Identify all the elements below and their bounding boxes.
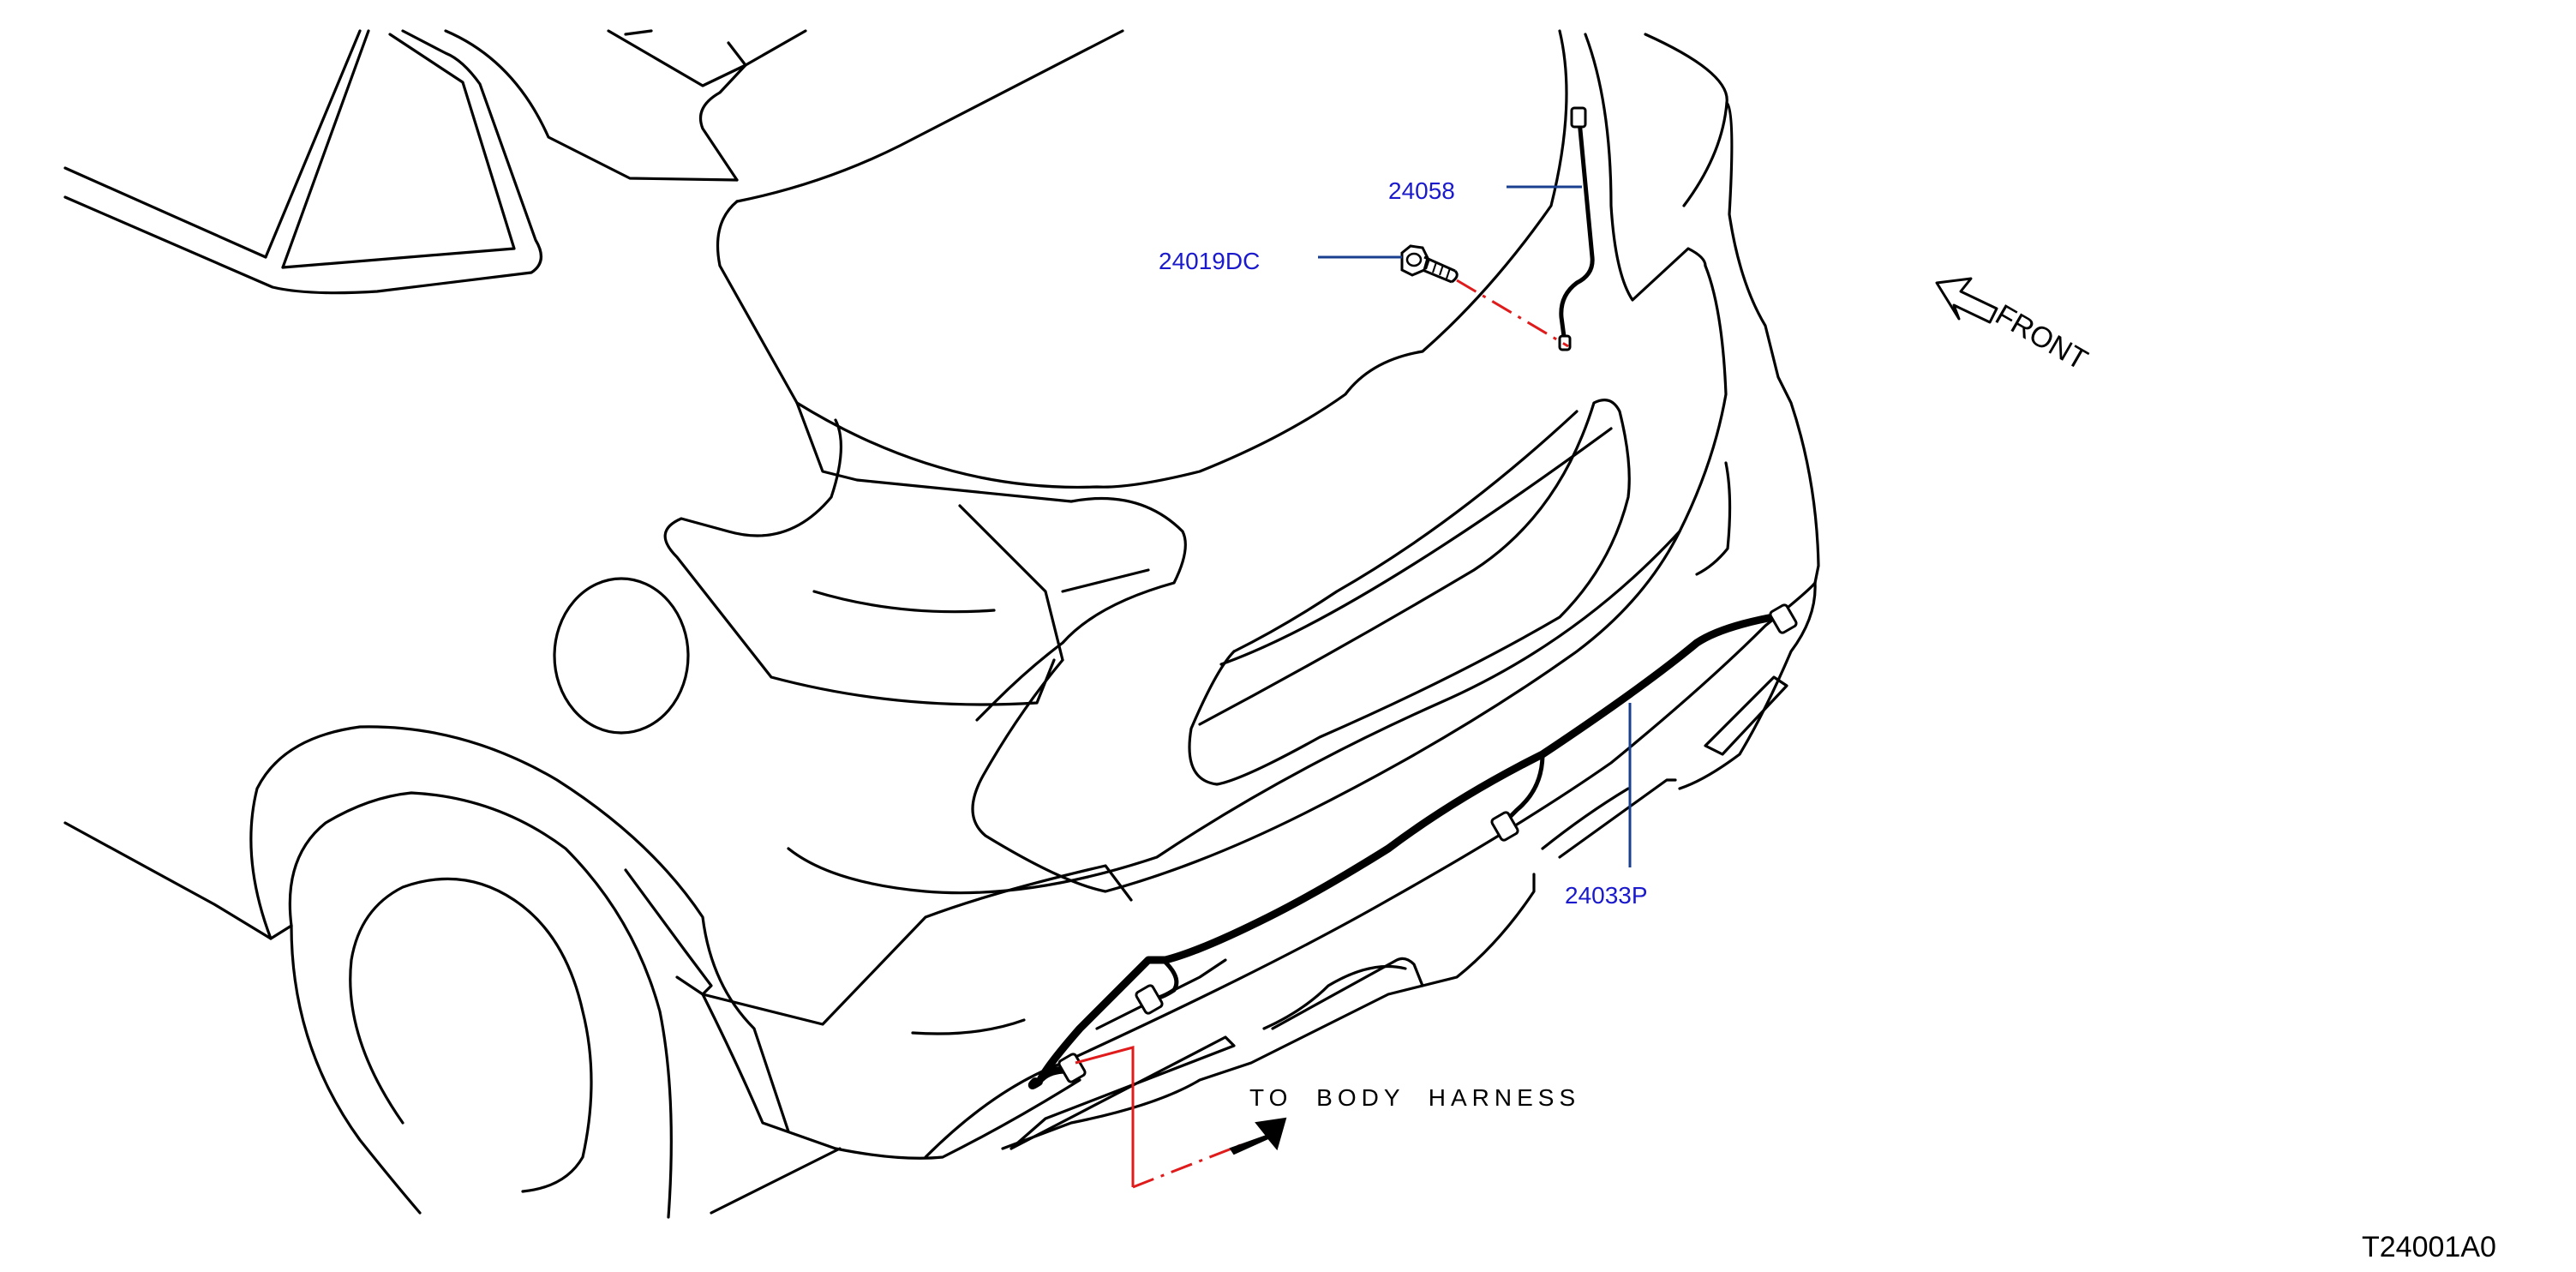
part-label-24058: 24058 (1388, 177, 1455, 204)
front-arrow-icon (1935, 277, 1998, 324)
leader-lines (1318, 185, 1632, 867)
bolt-icon (1400, 244, 1459, 284)
arrow-right-icon (1229, 1117, 1287, 1155)
front-label: FRONT (1990, 298, 2093, 376)
vehicle-outline (63, 29, 1820, 1219)
bolt-assembly-line (1456, 279, 1569, 348)
harness-24033P (1027, 603, 1798, 1089)
harness-route-dash (1132, 1143, 1243, 1189)
part-label-24033P: 24033P (1565, 882, 1648, 909)
connector-icon (1135, 984, 1164, 1015)
part-label-24019DC: 24019DC (1159, 248, 1260, 274)
connector-icon (1490, 811, 1519, 842)
diagram-code: T24001A0 (2362, 1231, 2496, 1263)
harness-route-line (1075, 1046, 1135, 1187)
harness-note: TO BODY HARNESS (1249, 1084, 1580, 1111)
assembly-lines (1075, 279, 1569, 1189)
connector-icon (1057, 1053, 1087, 1083)
connector-icon (1570, 106, 1587, 129)
connector-icon (1769, 603, 1798, 634)
harness-24058 (1558, 106, 1595, 351)
